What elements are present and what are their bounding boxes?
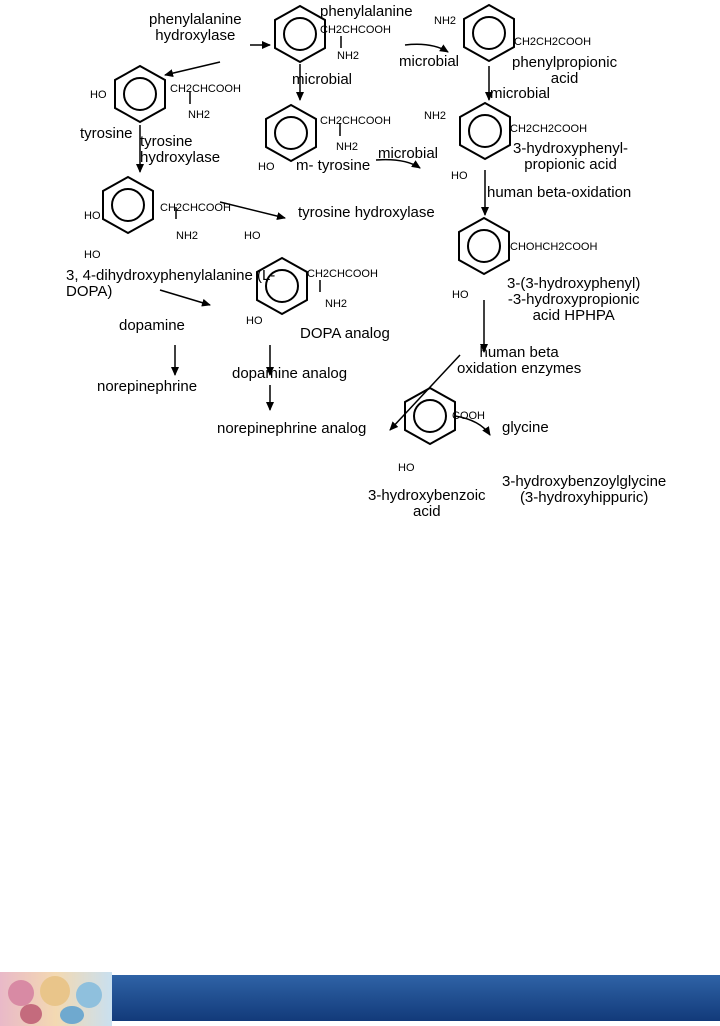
label-phenylalanine: phenylalanine bbox=[320, 3, 413, 20]
label-tyrosine: tyrosine bbox=[80, 125, 133, 142]
enzyme-tyrosine-hydroxylase-2: tyrosine hydroxylase bbox=[298, 204, 435, 221]
ring-3-hydroxybenzoic bbox=[404, 386, 456, 446]
label-glycine: glycine bbox=[502, 419, 549, 436]
label-microbial-2: microbial bbox=[292, 71, 353, 88]
label-phe-chain: CH2CHCOOH bbox=[320, 24, 391, 36]
label-hppa-ho: HO bbox=[451, 170, 468, 182]
ring-tyrosine bbox=[114, 64, 166, 124]
label-norepinephrine-analog: norepinephrine analog bbox=[217, 420, 367, 437]
label-analog-nh2: NH2 bbox=[325, 298, 348, 310]
label-microbial-3: microbial bbox=[490, 85, 551, 102]
label-dopamine: dopamine bbox=[119, 317, 185, 334]
label-human-beta-oxidation: human beta-oxidation bbox=[487, 184, 632, 201]
banner-author: William Shaw, PhD. bbox=[450, 518, 570, 533]
label-analog-ho: HO bbox=[246, 315, 263, 327]
ring-3-hydroxyphenylpropionic bbox=[459, 101, 511, 161]
label-phe-nh2: NH2 bbox=[434, 15, 457, 27]
label-hphpa-chain: CHOHCH2COOH bbox=[510, 241, 598, 253]
label-tyr-ho: HO bbox=[90, 89, 107, 101]
label-norepinephrine: norepinephrine bbox=[97, 378, 198, 395]
children-photo-logo bbox=[0, 972, 112, 1026]
ring-phenylalanine bbox=[274, 4, 326, 64]
title-banner bbox=[112, 975, 720, 1021]
label-dopa-ho-2: HO bbox=[84, 249, 101, 261]
label-mtyr-nh2-top: NH2 bbox=[424, 110, 447, 122]
ring-phenylpropionic-acid bbox=[463, 3, 515, 63]
label-phe-chain-nh2: NH2 bbox=[337, 50, 360, 62]
label-hppa-chain: CH2CH2COOH bbox=[510, 123, 588, 135]
label-mtyr-nh2: NH2 bbox=[336, 141, 359, 153]
label-microbial-1: microbial bbox=[399, 53, 460, 70]
label-dopa-ho-1: HO bbox=[84, 210, 101, 222]
label-l-dopa: 3, 4-dihydroxyphenylalanine (L-DOPA) bbox=[66, 267, 276, 300]
label-analog-top-ho: HO bbox=[244, 230, 261, 242]
banner-title: New Nutritional Therapies for Autism / P… bbox=[120, 494, 551, 517]
label-dopa-chain: CH2CHCOOH bbox=[160, 202, 231, 214]
label-3-hydroxyphenylpropionic-acid: 3-hydroxyphenyl-propionic acid bbox=[513, 140, 629, 173]
label-ppa-chain: CH2CH2COOH bbox=[514, 36, 592, 48]
label-hba-cooh: COOH bbox=[452, 410, 485, 422]
ring-dopa-analog bbox=[256, 256, 308, 316]
label-analog-chain: CH2CHCOOH bbox=[307, 268, 378, 280]
label-tyr-chain: CH2CHCOOH bbox=[170, 83, 241, 95]
label-mtyr-ho: HO bbox=[258, 161, 275, 173]
label-m-tyrosine: m- tyrosine bbox=[296, 157, 371, 174]
label-3-hydroxybenzoylglycine: 3-hydroxybenzoylglycine(3-hydroxyhippuri… bbox=[502, 473, 667, 506]
label-microbial-4: microbial bbox=[378, 145, 439, 162]
pathway-diagram bbox=[102, 3, 515, 446]
ring-dopa bbox=[102, 175, 154, 235]
label-dopamine-analog: dopamine analog bbox=[232, 365, 348, 382]
label-hphpa-ho: HO bbox=[452, 289, 469, 301]
ring-m-tyrosine bbox=[265, 103, 317, 163]
label-mtyr-chain: CH2CHCOOH bbox=[320, 115, 391, 127]
label-tyr-nh2: NH2 bbox=[188, 109, 211, 121]
ring-hphpa bbox=[458, 216, 510, 276]
label-dopa-nh2: NH2 bbox=[176, 230, 199, 242]
label-dopa-analog: DOPA analog bbox=[300, 325, 390, 342]
label-hba-ho: HO bbox=[398, 462, 415, 474]
